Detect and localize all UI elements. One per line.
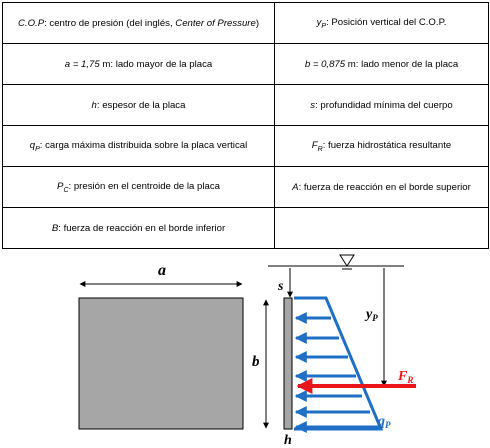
def-reaction-b: B: fuerza de reacción en el borde inferi… [2,207,275,249]
def-symbol: s [310,99,316,111]
def-text: : carga máxima distribuida sobre la plac… [39,139,248,151]
def-symbol: A [292,181,299,193]
table-row: B: fuerza de reacción en el borde inferi… [2,207,489,249]
plate-front-view [78,297,244,430]
def-symbol: PC [57,180,69,194]
def-symbol: C.O.P [17,17,45,29]
def-a: a = 1,75 m: lado mayor de la placa [2,43,275,85]
def-text: : centro de presión (del inglés, [44,17,176,29]
def-empty [274,207,489,249]
pressure-arrows [294,312,380,433]
def-text: m: lado menor de la placa [345,58,459,70]
def-text: : fuerza de reacción en el borde superio… [298,181,471,193]
def-symbol: a = 1,75 [64,58,100,70]
table-row: C.O.P: centro de presión (del inglés, Ce… [2,2,489,44]
free-surface-icon [339,254,355,267]
plate-side-view [283,297,293,430]
def-s: s: profundidad mínima del cuerpo [274,84,489,126]
def-text: m: lado mayor de la placa [99,58,213,70]
table-row: qP: carga máxima distribuida sobre la pl… [2,125,489,167]
pressure-distribution-outline [294,296,384,431]
table-row: PC: presión en el centroide de la placa … [2,166,489,208]
def-symbol: b = 0,875 [304,58,346,70]
qp-label: qP [378,414,391,430]
def-symbol: h [91,99,97,111]
fr-label: FR [397,369,413,385]
table-row: a = 1,75 m: lado mayor de la placa b = 0… [2,43,489,85]
dimension-a-label: a [158,262,166,279]
def-text-tail: ) [255,17,260,29]
def-pc: PC: presión en el centroide de la placa [2,166,275,208]
def-text: : presión en el centroide de la placa [68,180,220,192]
dimension-b-label: b [252,354,260,370]
dimension-h-label: h [284,433,292,448]
definitions-table: C.O.P: centro de presión (del inglés, Ce… [2,2,489,249]
def-symbol: FR [311,139,323,153]
dimension-s-label: s [277,279,284,294]
def-text: : Posición vertical del C.O.P. [326,16,447,28]
def-b: b = 0,875 m: lado menor de la placa [274,43,489,85]
def-qp: qP: carga máxima distribuida sobre la pl… [2,125,275,167]
def-emphasis: Center of Pressure [175,17,256,29]
def-symbol: B [51,222,59,234]
def-yp: yP: Posición vertical del C.O.P. [274,2,489,44]
def-text: : fuerza hidrostática resultante [322,139,452,151]
def-symbol: yP [316,16,327,30]
def-fr: FR: fuerza hidrostática resultante [274,125,489,167]
def-symbol: qP [29,139,40,153]
def-cop: C.O.P: centro de presión (del inglés, Ce… [2,2,275,44]
dimension-yp-label: yP [364,307,378,323]
def-text: : espesor de la placa [96,99,186,111]
def-text: : profundidad mínima del cuerpo [315,99,453,111]
def-text: : fuerza de reacción en el borde inferio… [58,222,226,234]
